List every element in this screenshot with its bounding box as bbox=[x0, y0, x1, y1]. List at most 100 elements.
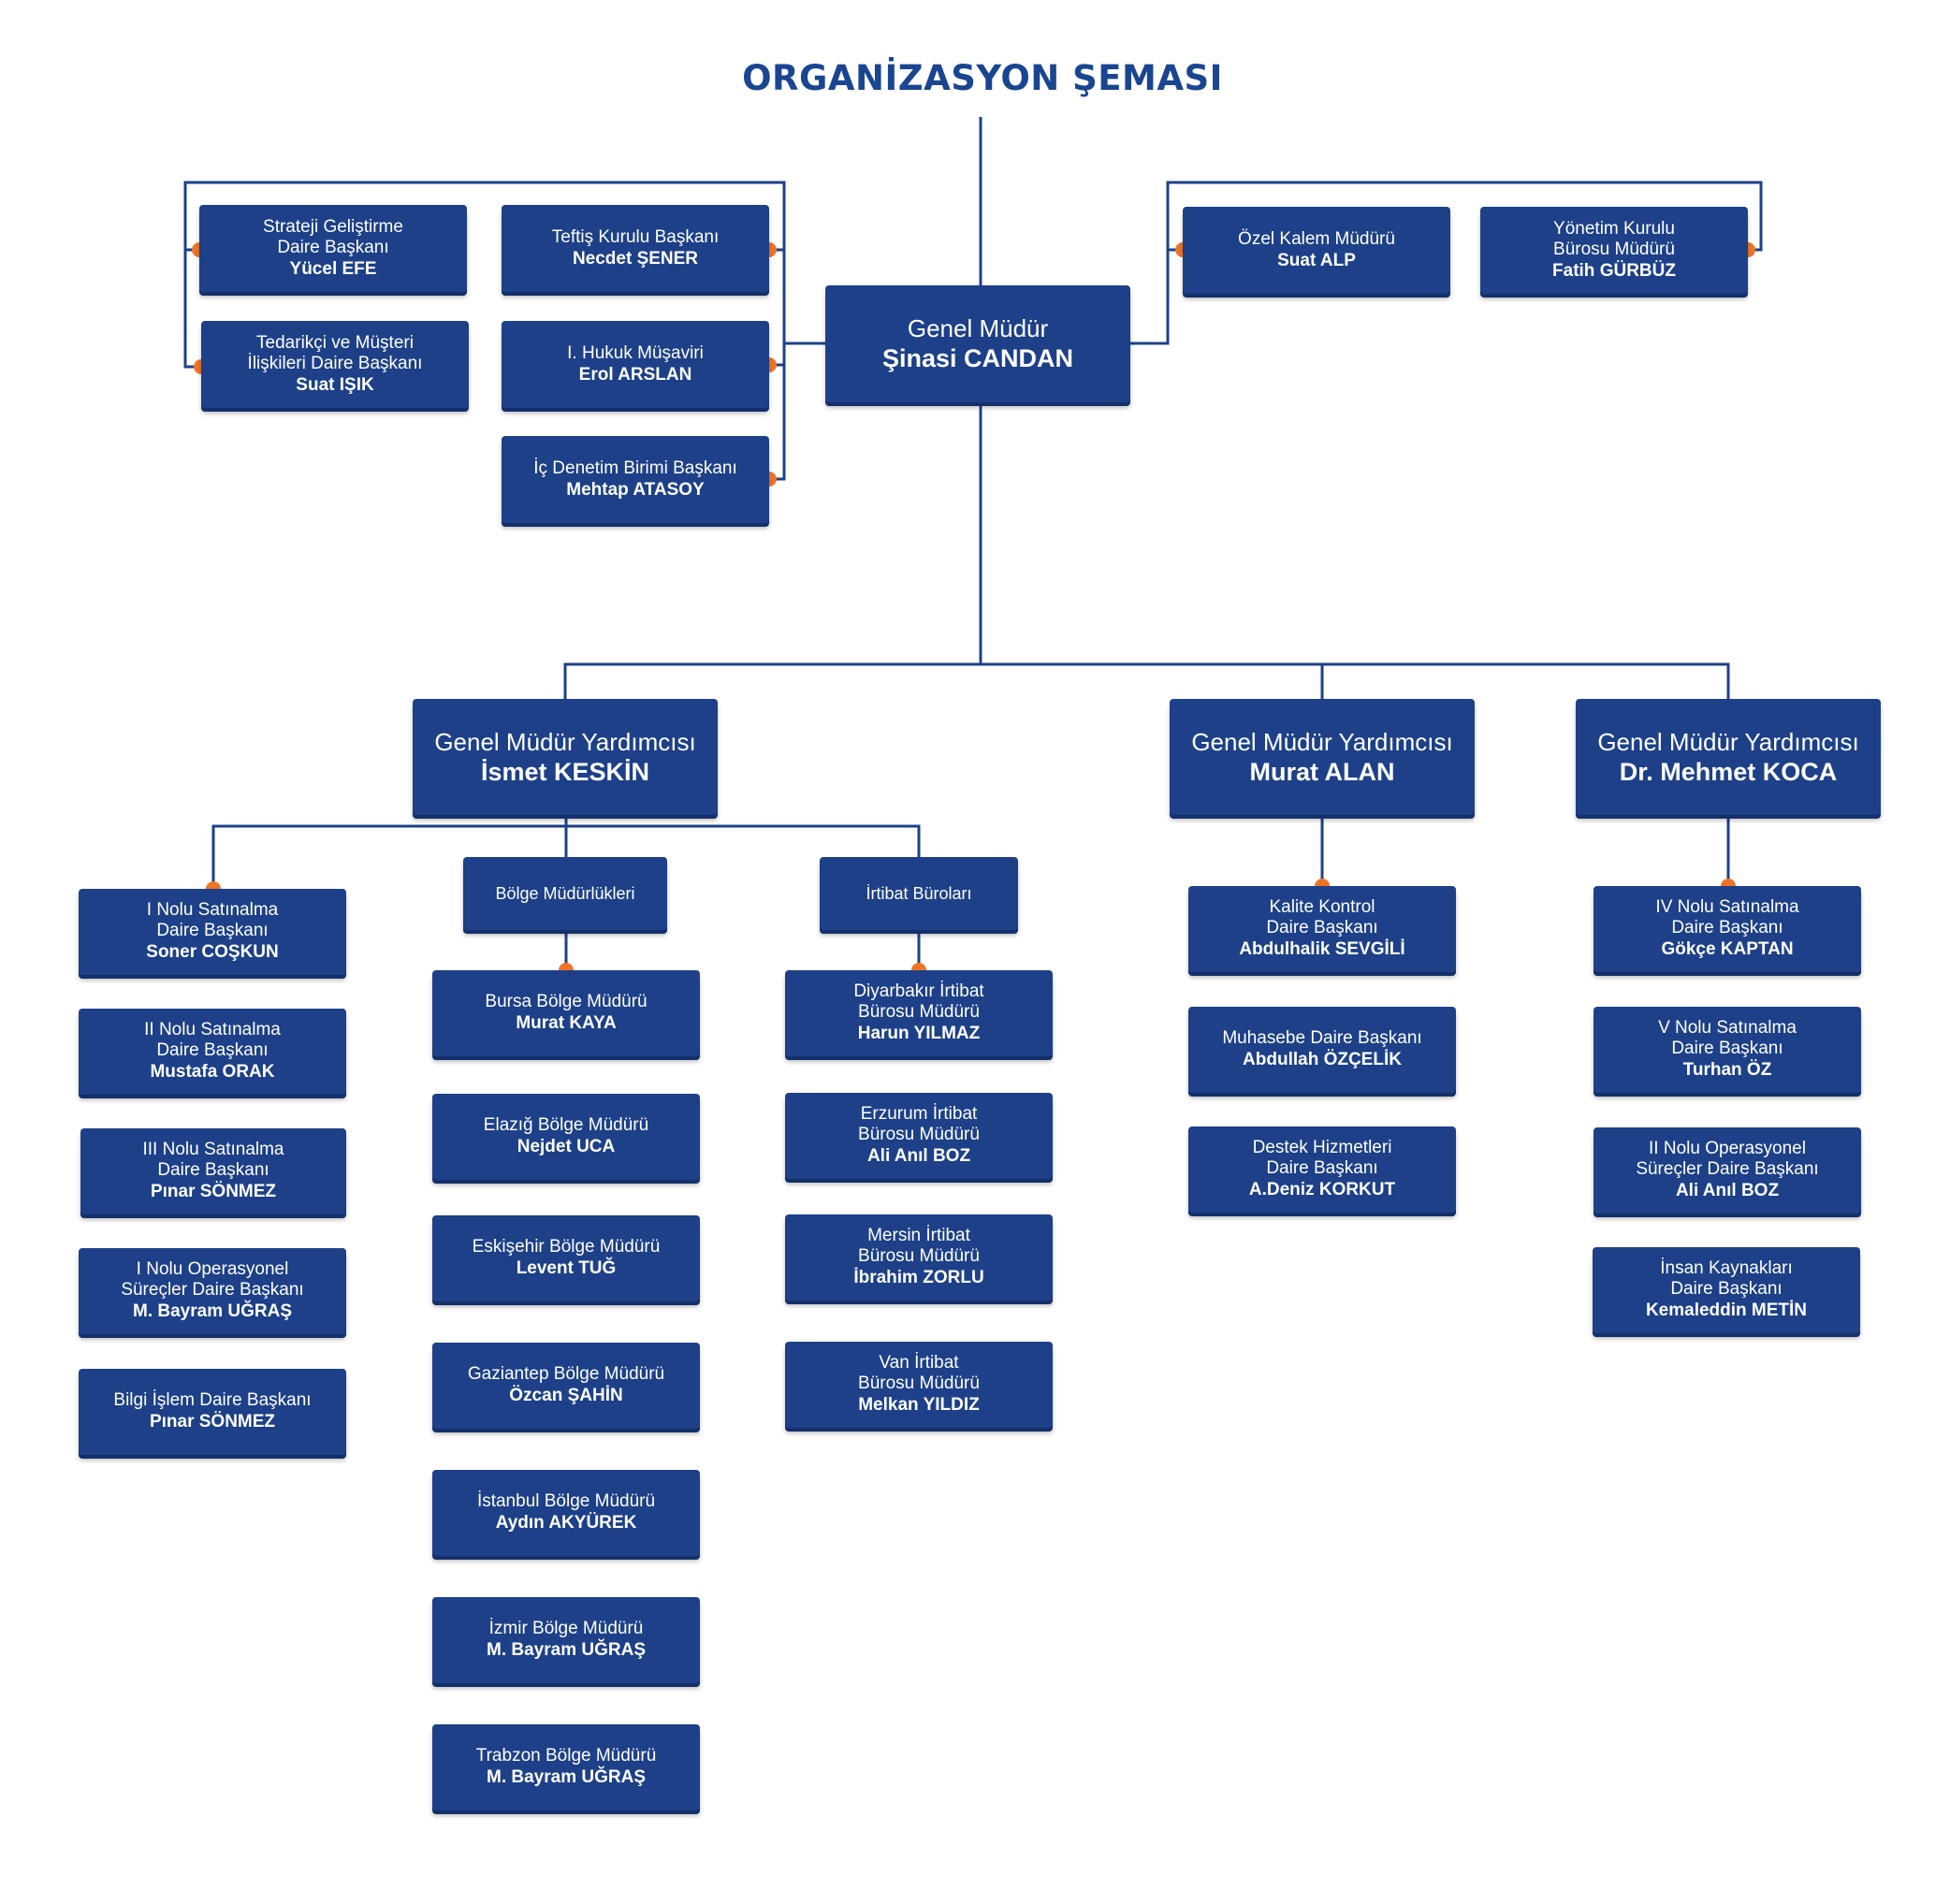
deputy-box-alan: Genel Müdür Yardımcısı Murat ALAN bbox=[1170, 699, 1475, 815]
dept-box: II Nolu Satınalma Daire Başkanı Mustafa … bbox=[79, 1009, 346, 1095]
staff-box-internal-audit: İç Denetim Birimi Başkanı Mehtap ATASOY bbox=[502, 436, 769, 523]
role-label: Elazığ Bölge Müdürü bbox=[483, 1115, 649, 1135]
person-name: Kemaleddin METİN bbox=[1645, 1301, 1808, 1320]
deputy-box-koca: Genel Müdür Yardımcısı Dr. Mehmet KOCA bbox=[1576, 699, 1881, 815]
role-label: I Nolu Satınalma Daire Başkanı bbox=[146, 900, 279, 940]
person-name: M. Bayram UĞRAŞ bbox=[487, 1767, 646, 1787]
regional-box: Bursa Bölge Müdürü Murat KAYA bbox=[432, 970, 700, 1056]
role-label: Genel Müdür Yardımcısı bbox=[434, 727, 696, 756]
role-label: Eskişehir Bölge Müdürü bbox=[472, 1237, 661, 1257]
person-name: Suat IŞIK bbox=[296, 374, 374, 395]
dept-box: Destek Hizmetleri Daire Başkanı A.Deniz … bbox=[1188, 1126, 1456, 1213]
dept-box: V Nolu Satınalma Daire Başkanı Turhan ÖZ bbox=[1593, 1007, 1861, 1093]
dept-box: I Nolu Satınalma Daire Başkanı Soner COŞ… bbox=[79, 889, 346, 975]
role-label: İnsan Kaynakları Daire Başkanı bbox=[1660, 1258, 1793, 1299]
role-label: Van İrtibat Bürosu Müdürü bbox=[858, 1353, 980, 1393]
dept-box: III Nolu Satınalma Daire Başkanı Pınar S… bbox=[80, 1128, 346, 1214]
role-label: Genel Müdür Yardımcısı bbox=[1597, 727, 1859, 756]
role-label: İzmir Bölge Müdürü bbox=[488, 1619, 644, 1638]
dept-box: IV Nolu Satınalma Daire Başkanı Gökçe KA… bbox=[1593, 886, 1861, 972]
dept-box: Muhasebe Daire Başkanı Abdullah ÖZÇELİK bbox=[1188, 1007, 1456, 1093]
person-name: Gökçe KAPTAN bbox=[1661, 939, 1794, 959]
dept-box: İnsan Kaynakları Daire Başkanı Kemaleddi… bbox=[1593, 1247, 1860, 1333]
role-label: Tedarikçi ve Müşteri İlişkileri Daire Ba… bbox=[247, 332, 423, 373]
regional-box: Trabzon Bölge Müdürü M. Bayram UĞRAŞ bbox=[432, 1724, 700, 1810]
role-label: II Nolu Satınalma Daire Başkanı bbox=[144, 1020, 281, 1060]
role-label: Muhasebe Daire Başkanı bbox=[1222, 1028, 1422, 1048]
role-label: İstanbul Bölge Müdürü bbox=[476, 1491, 656, 1511]
person-name: Necdet ŞENER bbox=[572, 248, 699, 269]
role-label: Diyarbakır İrtibat Bürosu Müdürü bbox=[853, 981, 984, 1022]
role-label: Gaziantep Bölge Müdürü bbox=[467, 1364, 665, 1384]
role-label: IV Nolu Satınalma Daire Başkanı bbox=[1655, 897, 1799, 937]
role-label: I. Hukuk Müşaviri bbox=[567, 342, 704, 363]
regional-box: Gaziantep Bölge Müdürü Özcan ŞAHİN bbox=[432, 1343, 700, 1429]
person-name: Pınar SÖNMEZ bbox=[149, 1412, 276, 1432]
person-name: Abdullah ÖZÇELİK bbox=[1243, 1050, 1402, 1069]
person-name: M. Bayram UĞRAŞ bbox=[487, 1640, 646, 1660]
person-name: Özcan ŞAHİN bbox=[509, 1386, 623, 1405]
group-label: İrtibat Büroları bbox=[866, 884, 972, 903]
staff-box-private-office: Özel Kalem Müdürü Suat ALP bbox=[1183, 207, 1450, 294]
staff-box-board-office: Yönetim Kurulu Bürosu Müdürü Fatih GÜRBÜ… bbox=[1480, 207, 1748, 294]
role-label: Destek Hizmetleri Daire Başkanı bbox=[1252, 1138, 1392, 1178]
role-label: Yönetim Kurulu Bürosu Müdürü bbox=[1553, 218, 1675, 259]
person-name: Mustafa ORAK bbox=[150, 1062, 275, 1082]
role-label: V Nolu Satınalma Daire Başkanı bbox=[1658, 1018, 1797, 1058]
person-name: Melkan YILDIZ bbox=[858, 1395, 980, 1415]
connector bbox=[183, 181, 825, 369]
person-name: A.Deniz KORKUT bbox=[1248, 1180, 1396, 1199]
connector bbox=[563, 662, 1730, 700]
role-label: Özel Kalem Müdürü bbox=[1238, 228, 1395, 249]
role-label: III Nolu Satınalma Daire Başkanı bbox=[142, 1140, 284, 1180]
regional-box: İstanbul Bölge Müdürü Aydın AKYÜREK bbox=[432, 1470, 700, 1556]
person-name: M. Bayram UĞRAŞ bbox=[133, 1301, 292, 1321]
chart-title: ORGANİZASYON ŞEMASI bbox=[742, 58, 1223, 98]
regional-box: Elazığ Bölge Müdürü Nejdet UCA bbox=[432, 1094, 700, 1180]
role-label: Genel Müdür Yardımcısı bbox=[1191, 727, 1453, 756]
person-name: Murat KAYA bbox=[516, 1013, 617, 1033]
liaison-box: Erzurum İrtibat Bürosu Müdürü Ali Anıl B… bbox=[785, 1093, 1053, 1179]
person-name: Suat ALP bbox=[1277, 250, 1356, 270]
role-label: İç Denetim Birimi Başkanı bbox=[533, 458, 737, 478]
dept-box: Kalite Kontrol Daire Başkanı Abdulhalik … bbox=[1188, 886, 1456, 972]
general-manager-box: Genel Müdür Şinasi CANDAN bbox=[825, 285, 1130, 402]
dept-box: I Nolu Operasyonel Süreçler Daire Başkan… bbox=[79, 1248, 346, 1334]
person-name: Abdulhalik SEVGİLİ bbox=[1239, 939, 1405, 959]
role-label: Erzurum İrtibat Bürosu Müdürü bbox=[858, 1104, 980, 1144]
liaison-box: Diyarbakır İrtibat Bürosu Müdürü Harun Y… bbox=[785, 970, 1053, 1056]
role-label: Strateji Geliştirme Daire Başkanı bbox=[263, 216, 403, 257]
role-label: Genel Müdür bbox=[907, 314, 1049, 342]
role-label: I Nolu Operasyonel Süreçler Daire Başkan… bbox=[121, 1259, 304, 1300]
person-name: Mehtap ATASOY bbox=[566, 479, 705, 500]
role-label: Bilgi İşlem Daire Başkanı bbox=[113, 1390, 312, 1410]
staff-box-supplier-relations: Tedarikçi ve Müşteri İlişkileri Daire Ba… bbox=[201, 321, 469, 408]
person-name: Harun YILMAZ bbox=[857, 1024, 981, 1043]
liaison-header-box: İrtibat Büroları bbox=[820, 857, 1018, 930]
dept-box: II Nolu Operasyonel Süreçler Daire Başka… bbox=[1593, 1127, 1861, 1214]
person-name: Fatih GÜRBÜZ bbox=[1552, 260, 1676, 281]
staff-box-legal: I. Hukuk Müşaviri Erol ARSLAN bbox=[502, 321, 769, 408]
person-name: Pınar SÖNMEZ bbox=[150, 1182, 277, 1201]
role-label: Teftiş Kurulu Başkanı bbox=[551, 226, 720, 247]
liaison-box: Van İrtibat Bürosu Müdürü Melkan YILDIZ bbox=[785, 1342, 1053, 1428]
staff-box-strategy: Strateji Geliştirme Daire Başkanı Yücel … bbox=[199, 205, 467, 292]
person-name: Ali Anıl BOZ bbox=[866, 1146, 971, 1166]
person-name: Aydın AKYÜREK bbox=[495, 1513, 637, 1533]
role-label: Mersin İrtibat Bürosu Müdürü bbox=[858, 1226, 980, 1266]
person-name: Turhan ÖZ bbox=[1682, 1060, 1772, 1080]
regional-box: İzmir Bölge Müdürü M. Bayram UĞRAŞ bbox=[432, 1597, 700, 1683]
connector bbox=[1130, 181, 1763, 345]
role-label: Bursa Bölge Müdürü bbox=[485, 992, 648, 1011]
role-label: Trabzon Bölge Müdürü bbox=[475, 1746, 657, 1766]
regional-header-box: Bölge Müdürlükleri bbox=[463, 857, 667, 930]
person-name: Dr. Mehmet KOCA bbox=[1619, 757, 1838, 786]
role-label: II Nolu Operasyonel Süreçler Daire Başka… bbox=[1636, 1139, 1819, 1179]
role-label: Kalite Kontrol Daire Başkanı bbox=[1266, 897, 1378, 937]
person-name: Şinasi CANDAN bbox=[881, 344, 1074, 372]
deputy-box-keskin: Genel Müdür Yardımcısı İsmet KESKİN bbox=[413, 699, 718, 815]
regional-box: Eskişehir Bölge Müdürü Levent TUĞ bbox=[432, 1215, 700, 1301]
person-name: Soner COŞKUN bbox=[146, 942, 279, 962]
liaison-box: Mersin İrtibat Bürosu Müdürü İbrahim ZOR… bbox=[785, 1214, 1053, 1301]
